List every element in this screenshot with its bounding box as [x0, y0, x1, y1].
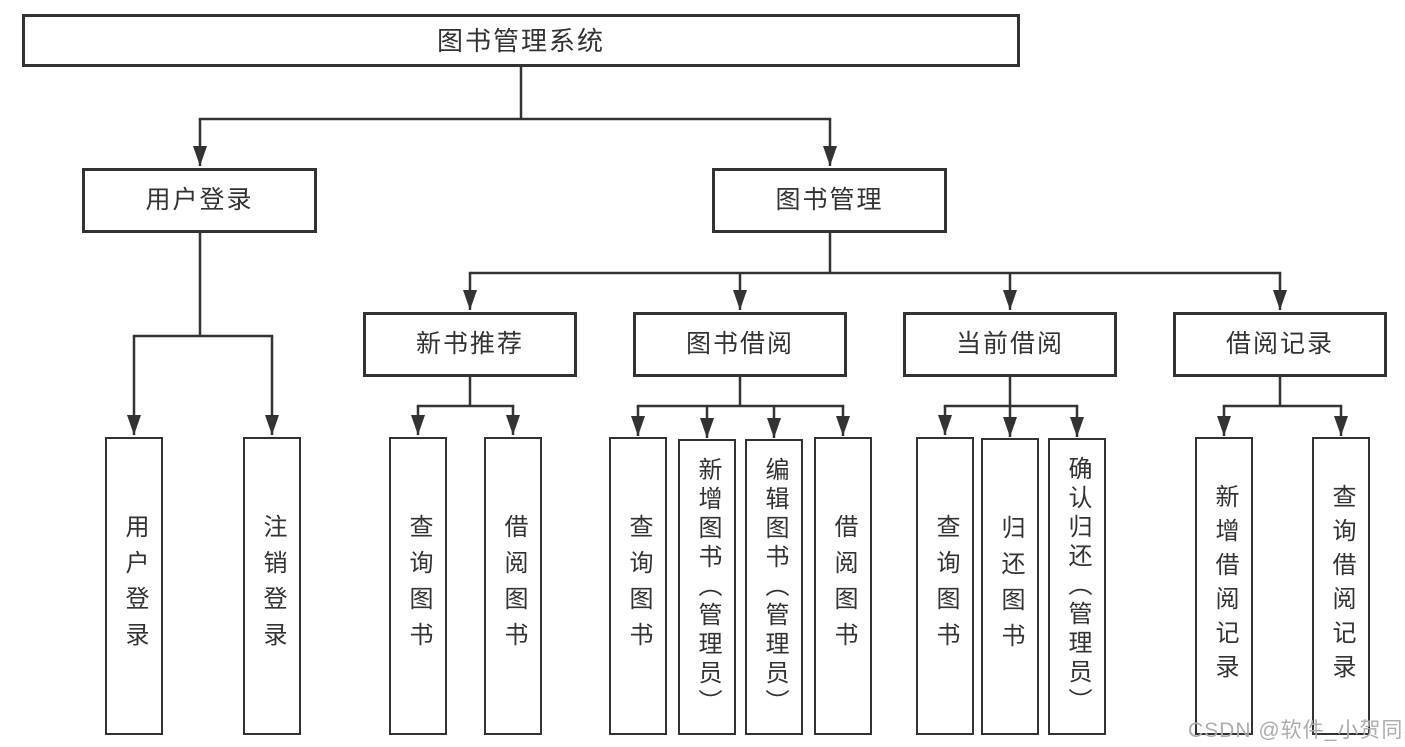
node-new-book-recommendation: 新书推荐	[363, 312, 577, 377]
leaf-return-books: 归还图书	[981, 438, 1039, 735]
node-user-login: 用户登录	[82, 168, 317, 233]
leaf-add-borrow-record-label: 新增借阅记录	[1211, 484, 1238, 688]
leaf-logout-label: 注销登录	[259, 514, 286, 658]
leaf-borrow-books-recommend-label: 借阅图书	[500, 514, 527, 658]
node-borrowing-records: 借阅记录	[1173, 312, 1387, 377]
leaf-query-books-current-label: 查询图书	[932, 514, 959, 658]
leaf-query-books-recommend-label: 查询图书	[405, 514, 432, 658]
leaf-borrow-books-recommend: 借阅图书	[484, 437, 542, 735]
node-library-system: 图书管理系统	[22, 14, 1020, 67]
node-book-borrowing: 图书借阅	[633, 312, 847, 377]
csdn-watermark: CSDN @软件_小贺同学	[1188, 719, 1405, 742]
leaf-logout: 注销登录	[243, 437, 301, 735]
leaf-edit-book-admin: 编辑图书（管理员）	[745, 439, 803, 735]
node-current-borrowing: 当前借阅	[903, 312, 1117, 377]
leaf-query-borrow-record-label: 查询借阅记录	[1328, 484, 1355, 688]
leaf-query-books-borrow: 查询图书	[609, 437, 667, 735]
leaf-user-login: 用户登录	[105, 437, 163, 735]
leaf-add-borrow-record: 新增借阅记录	[1195, 437, 1253, 735]
leaf-borrow-books-label: 借阅图书	[830, 514, 857, 658]
leaf-query-books-borrow-label: 查询图书	[625, 514, 652, 658]
leaf-add-book-admin: 新增图书（管理员）	[678, 439, 736, 735]
node-book-management: 图书管理	[712, 168, 947, 233]
leaf-edit-book-admin-label: 编辑图书（管理员）	[761, 456, 788, 718]
leaf-query-books-current: 查询图书	[916, 437, 974, 735]
leaf-user-login-label: 用户登录	[121, 514, 148, 658]
leaf-confirm-return-admin-label: 确认归还（管理员）	[1064, 456, 1091, 717]
leaf-query-books-recommend: 查询图书	[389, 437, 447, 735]
leaf-return-books-label: 归还图书	[997, 514, 1024, 659]
leaf-query-borrow-record: 查询借阅记录	[1312, 437, 1370, 735]
leaf-confirm-return-admin: 确认归还（管理员）	[1048, 438, 1106, 735]
leaf-add-book-admin-label: 新增图书（管理员）	[694, 456, 721, 718]
leaf-borrow-books: 借阅图书	[814, 437, 872, 735]
